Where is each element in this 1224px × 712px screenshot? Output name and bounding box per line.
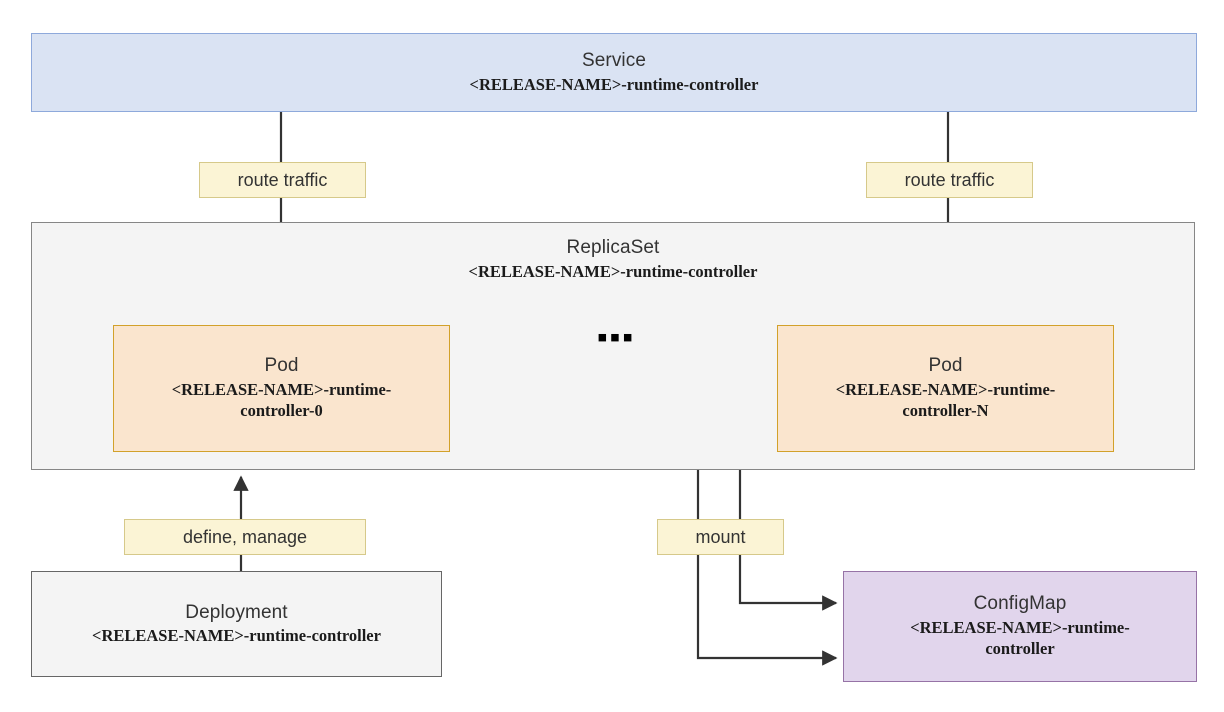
node-pod-last[interactable]: Pod <RELEASE-NAME>-runtime-controller-N (777, 325, 1114, 452)
edge-label-mount[interactable]: mount (657, 519, 784, 555)
node-deployment[interactable]: Deployment <RELEASE-NAME>-runtime-contro… (31, 571, 442, 677)
node-replicaset-subtitle: <RELEASE-NAME>-runtime-controller (468, 261, 758, 281)
node-configmap-subtitle: <RELEASE-NAME>-runtime-controller (910, 618, 1130, 659)
node-service-subtitle: <RELEASE-NAME>-runtime-controller (469, 74, 759, 94)
node-configmap[interactable]: ConfigMap <RELEASE-NAME>-runtime-control… (843, 571, 1197, 682)
node-configmap-title: ConfigMap (973, 593, 1067, 615)
node-pod-last-subtitle: <RELEASE-NAME>-runtime-controller-N (835, 380, 1056, 421)
node-deployment-subtitle: <RELEASE-NAME>-runtime-controller (92, 626, 381, 646)
edge-label-route-traffic-right[interactable]: route traffic (866, 162, 1033, 198)
edge-label-route-traffic-left[interactable]: route traffic (199, 162, 366, 198)
node-pod-first-title: Pod (264, 355, 299, 377)
edge-label-define-manage[interactable]: define, manage (124, 519, 366, 555)
node-service-title: Service (581, 50, 647, 72)
node-pod-first-subtitle: <RELEASE-NAME>-runtime-controller-0 (171, 380, 392, 421)
node-pod-first[interactable]: Pod <RELEASE-NAME>-runtime-controller-0 (113, 325, 450, 452)
node-deployment-title: Deployment (185, 601, 288, 623)
node-pod-last-title: Pod (928, 355, 963, 377)
node-replicaset-title: ReplicaSet (566, 237, 660, 258)
node-service[interactable]: Service <RELEASE-NAME>-runtime-controlle… (31, 33, 1197, 112)
pods-ellipsis-icon: ▪▪▪ (597, 321, 635, 354)
